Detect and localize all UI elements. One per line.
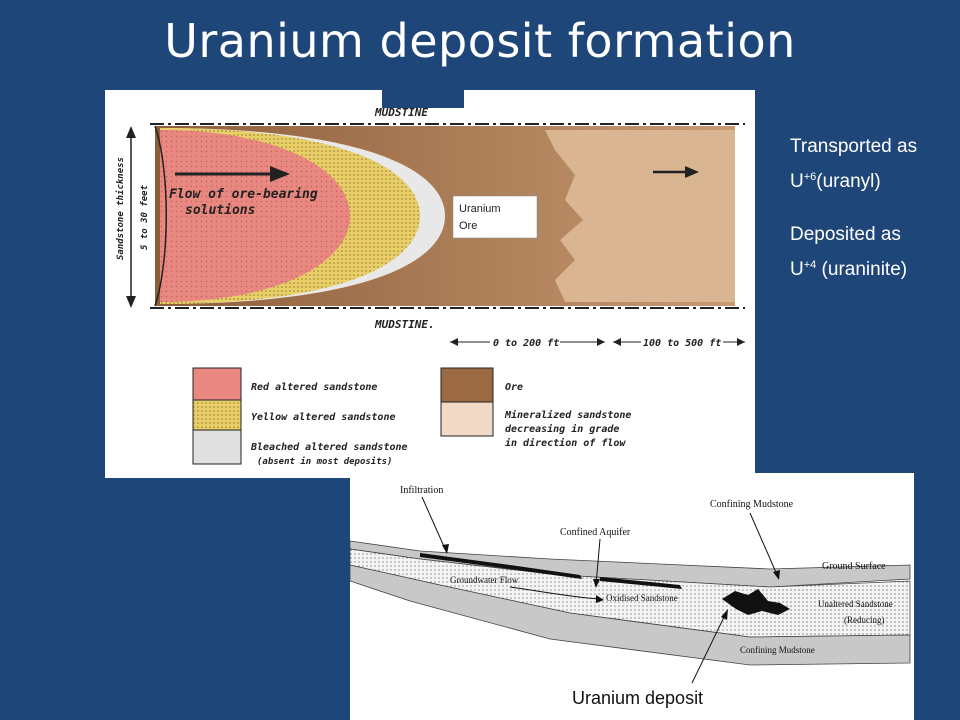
slide-title: Uranium deposit formation <box>164 14 796 68</box>
flow-label-2: solutions <box>185 203 255 218</box>
unaltered-label-2: (Reducing) <box>844 615 885 625</box>
uranium-deposit-caption: Uranium deposit <box>572 688 704 708</box>
legend-swatch-red <box>192 367 242 401</box>
confining-bottom-label: Confining Mudstone <box>740 645 815 655</box>
legend-swatch-ore <box>440 367 494 403</box>
ground-surface-label: Ground Surface <box>822 561 886 572</box>
legend-bleached-label: Bleached altered sandstone <box>250 442 408 453</box>
distance-2: 100 to 500 ft <box>643 338 721 349</box>
aquifer-diagram: Infiltration Confining Mudstone Confined… <box>350 473 914 720</box>
thickness-label-1: Sandstone thickness <box>115 157 126 260</box>
legend-mineralized-note2: in direction of flow <box>505 437 626 449</box>
oxidised-label: Oxidised Sandstone <box>606 593 678 603</box>
uranium-deposit-shape <box>722 589 790 615</box>
legend-mineralized-note1: decreasing in grade <box>505 423 619 435</box>
legend-bleached-note: (absent in most deposits) <box>257 456 392 467</box>
flow-label-1: Flow of ore-bearing <box>169 187 318 202</box>
distance-1: 0 to 200 ft <box>493 338 559 349</box>
legend-red-label: Red altered sandstone <box>251 382 377 393</box>
legend-yellow-label: Yellow altered sandstone <box>251 412 396 423</box>
deposited-formula: U+4 (uraninite) <box>790 259 908 280</box>
transported-note: Transported as U+6(uranyl) <box>790 132 917 197</box>
legend-swatch-bleached <box>192 429 242 465</box>
deposited-label: Deposited as <box>790 224 901 245</box>
confined-aquifer-label: Confined Aquifer <box>560 527 631 538</box>
ore-callout-1: Uranium <box>459 203 501 215</box>
confining-top-label: Confining Mudstone <box>710 499 794 510</box>
roll-front-diagram: MUDSTINE Sandstone thickness 5 to 30 fee… <box>105 90 755 478</box>
legend-mineralized-label: Mineralized sandstone <box>504 409 631 421</box>
infiltration-label: Infiltration <box>400 485 443 496</box>
deposited-note: Deposited as U+4 (uraninite) <box>790 220 907 285</box>
legend-swatch-mineralized <box>440 401 494 437</box>
transported-formula: U+6(uranyl) <box>790 171 881 192</box>
unaltered-label-1: Unaltered Sandstone <box>818 599 893 609</box>
mudstone-top-label: MUDSTINE <box>374 106 428 119</box>
groundwater-flow-label: Groundwater Flow <box>450 575 519 585</box>
thickness-label-2: 5 to 30 feet <box>140 184 150 250</box>
mudstone-bottom-label: MUDSTINE. <box>374 318 435 331</box>
transported-label: Transported as <box>790 136 918 157</box>
ore-callout-2: Ore <box>459 220 477 232</box>
legend-ore-label: Ore <box>505 382 523 393</box>
